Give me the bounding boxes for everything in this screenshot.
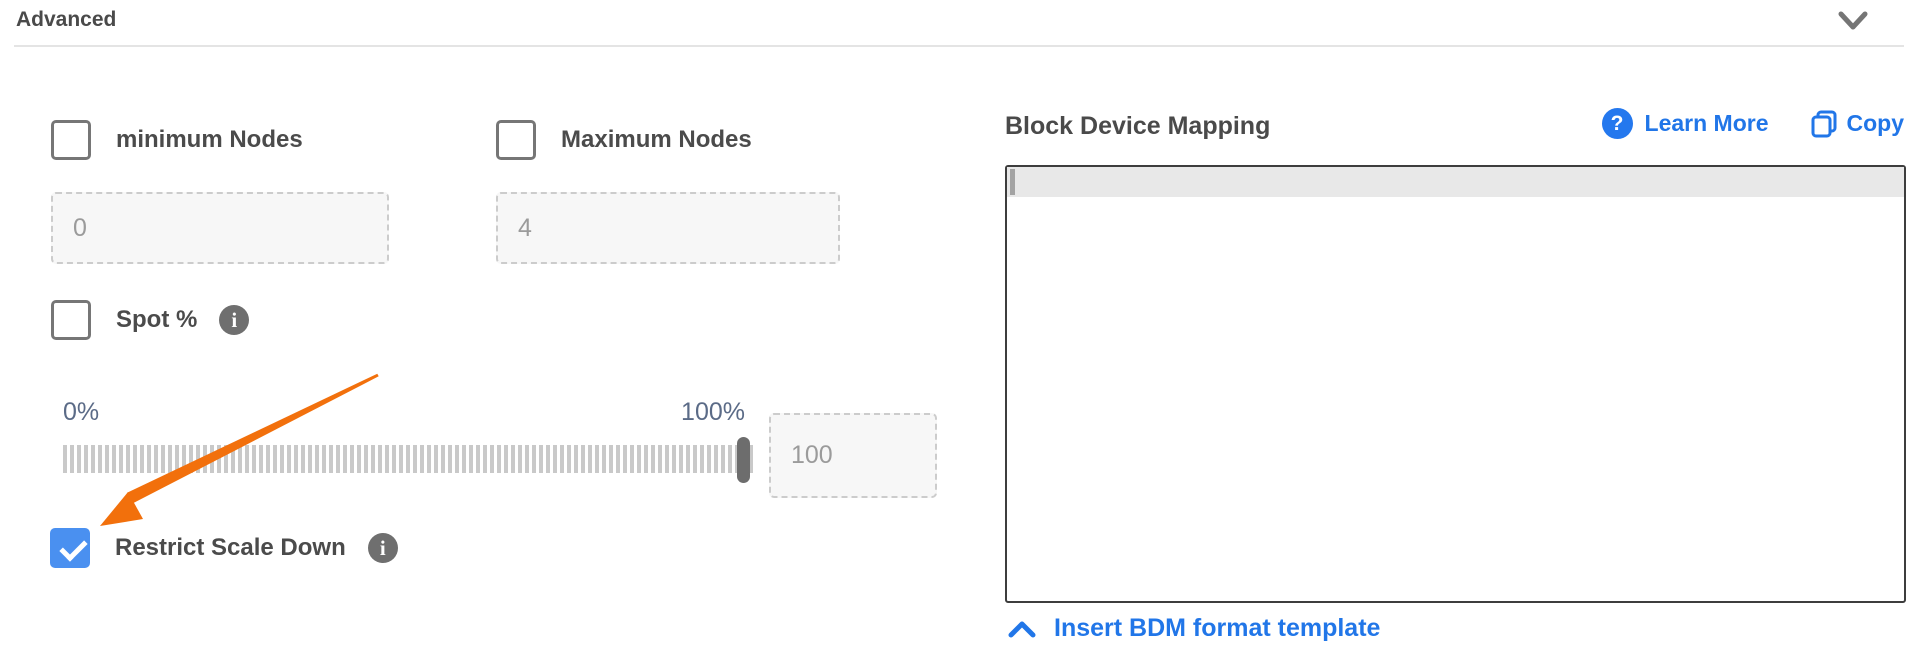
bdm-editor-active-line [1007, 167, 1904, 197]
max-nodes-checkbox-group: Maximum Nodes [496, 120, 752, 160]
header-divider [14, 45, 1904, 47]
learn-more-label: Learn More [1644, 110, 1769, 136]
restrict-scale-down-label: Restrict Scale Down [115, 534, 346, 561]
max-nodes-label: Maximum Nodes [561, 126, 752, 153]
spot-label: Spot % [116, 306, 198, 333]
copy-label: Copy [1846, 110, 1905, 136]
question-icon: ? [1601, 108, 1633, 139]
chevron-up-icon [1008, 620, 1036, 638]
restrict-scale-down-group: Restrict Scale Down i [50, 528, 398, 568]
insert-bdm-template-label: Insert BDM format template [1054, 614, 1381, 642]
min-nodes-checkbox-group: minimum Nodes [51, 120, 303, 160]
advanced-section-header: Advanced [0, 0, 1920, 47]
copy-button[interactable]: Copy [1811, 110, 1905, 138]
restrict-scale-down-checkbox[interactable] [50, 528, 90, 568]
spot-percentage-input[interactable] [769, 413, 937, 498]
min-nodes-input[interactable] [51, 192, 389, 264]
spot-checkbox-group: Spot % i [51, 300, 250, 340]
bdm-header-links: ? Learn More Copy [1601, 108, 1905, 139]
max-nodes-input[interactable] [496, 192, 840, 264]
spot-percentage-slider-handle[interactable] [737, 437, 750, 483]
max-nodes-checkbox[interactable] [496, 120, 536, 160]
spot-checkbox[interactable] [51, 300, 91, 340]
slider-max-label: 100% [681, 398, 745, 426]
slider-min-label: 0% [63, 398, 100, 426]
spot-percentage-slider-track[interactable] [63, 445, 753, 473]
section-title: Advanced [16, 8, 117, 31]
min-nodes-checkbox[interactable] [51, 120, 91, 160]
chevron-down-icon[interactable] [1838, 10, 1868, 32]
copy-icon [1811, 110, 1837, 138]
restrict-scale-down-info-icon[interactable]: i [367, 533, 398, 563]
slider-labels: 0% 100% [63, 398, 745, 428]
bdm-editor[interactable] [1005, 165, 1906, 603]
min-nodes-label: minimum Nodes [116, 126, 303, 153]
spot-info-icon[interactable]: i [219, 305, 250, 335]
bdm-editor-cursor [1010, 169, 1015, 195]
insert-bdm-template-link[interactable]: Insert BDM format template [1008, 614, 1380, 643]
learn-more-link[interactable]: ? Learn More [1601, 108, 1769, 139]
bdm-title: Block Device Mapping [1005, 112, 1271, 140]
